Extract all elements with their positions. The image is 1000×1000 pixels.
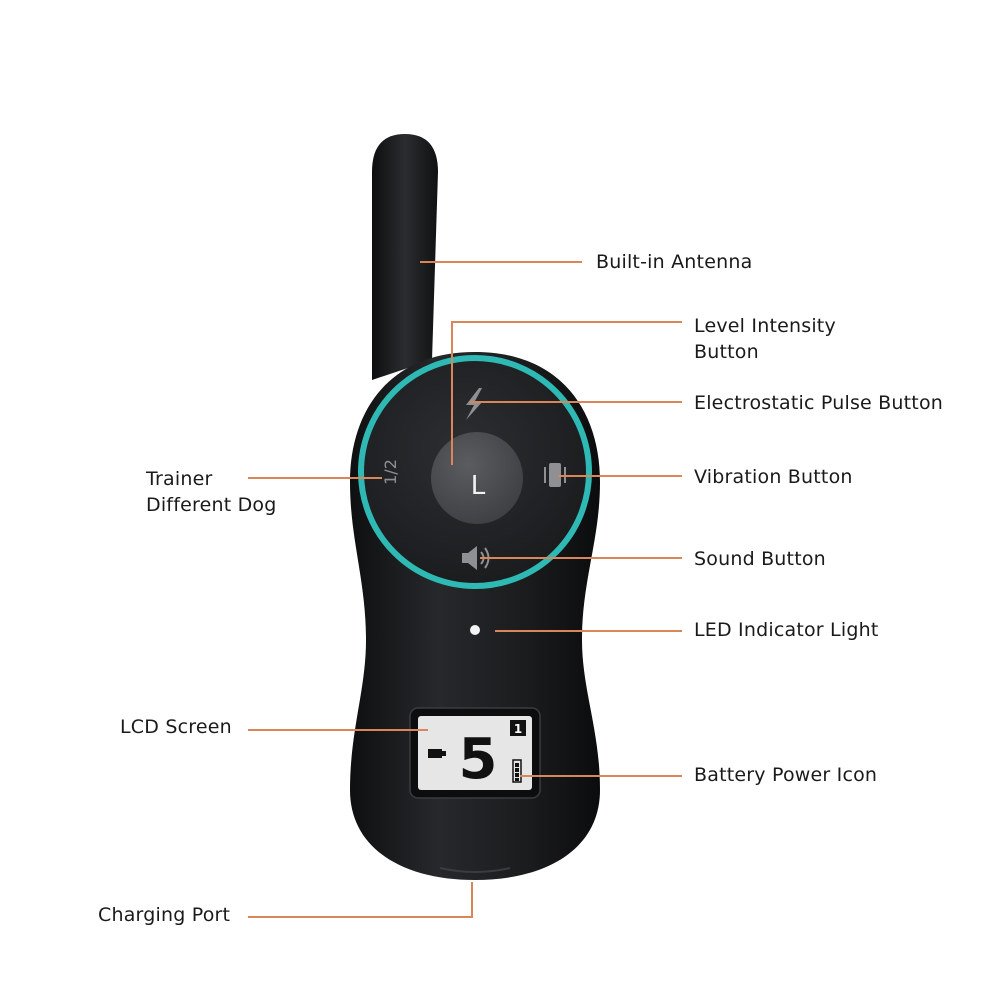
label-electrostatic-pulse-button: Electrostatic Pulse Button: [694, 390, 943, 416]
label-line: Button: [694, 341, 759, 363]
label-line: LCD Screen: [120, 716, 232, 738]
accent-ring: [358, 355, 592, 589]
label-line: LED Indicator Light: [694, 619, 879, 641]
lcd-level-value: 5: [459, 727, 498, 792]
label-line: Level Intensity: [694, 315, 836, 337]
leader-level-intensity: [451, 321, 682, 465]
label-trainer-different-dog: Trainer Different Dog: [146, 466, 277, 518]
label-led-indicator-light: LED Indicator Light: [694, 617, 878, 643]
label-line: Electrostatic Pulse Button: [694, 392, 944, 414]
label-vibration-button: Vibration Button: [694, 464, 853, 490]
label-line: Different Dog: [146, 494, 277, 516]
label-charging-port: Charging Port: [98, 902, 230, 928]
label-line: Built-in Antenna: [596, 251, 753, 273]
lcd-level-indicator: [428, 749, 446, 758]
level-intensity-button[interactable]: [431, 432, 523, 524]
lcd-screen: [418, 716, 532, 790]
leader-lines: [248, 261, 682, 918]
label-lcd-screen: LCD Screen: [120, 714, 232, 740]
antenna: [372, 134, 438, 380]
lcd-channel-box: [510, 720, 526, 736]
label-line: Vibration Button: [694, 466, 853, 488]
label-level-intensity-button: Level Intensity Button: [694, 313, 836, 365]
level-button-label: L: [471, 471, 486, 501]
label-sound-button: Sound Button: [694, 546, 826, 572]
label-built-in-antenna: Built-in Antenna: [596, 249, 752, 275]
label-line: Charging Port: [98, 904, 231, 926]
lightning-icon: [466, 388, 483, 420]
label-line: Trainer: [146, 468, 213, 490]
trainer-toggle-label[interactable]: 1/2: [381, 459, 400, 485]
led-indicator: [470, 625, 480, 635]
electrostatic-pulse-button[interactable]: [466, 388, 483, 420]
lcd-channel-badge: 1: [514, 722, 522, 736]
leader-charging-port: [248, 882, 473, 918]
battery-icon: [512, 759, 522, 783]
label-line: Battery Power Icon: [694, 764, 878, 786]
label-line: Sound Button: [694, 548, 826, 570]
charging-port: [439, 867, 511, 873]
label-battery-power-icon: Battery Power Icon: [694, 762, 877, 788]
